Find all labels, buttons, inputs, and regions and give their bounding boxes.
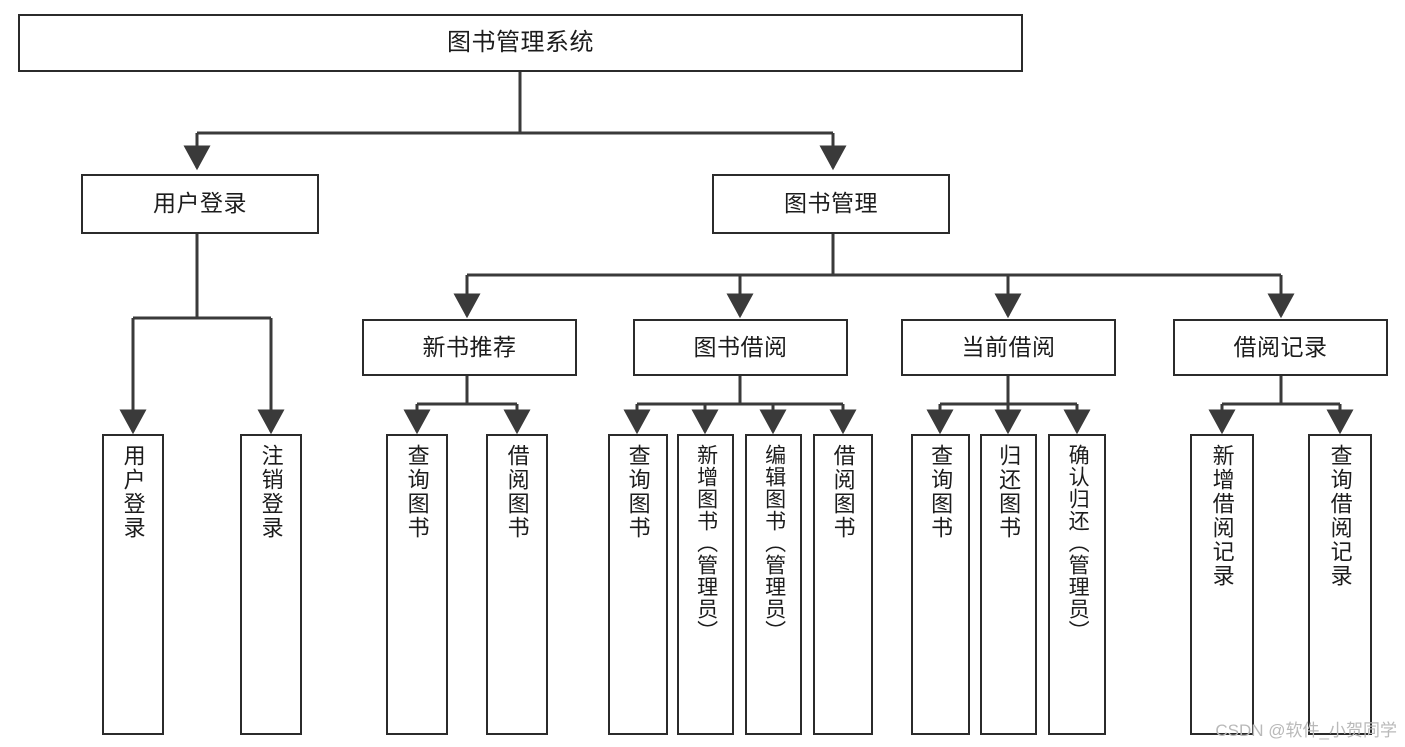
leaf-query-book-recommend[interactable]: 查询图书 (386, 434, 448, 735)
node-label: 当前借阅 (961, 333, 1056, 360)
leaf-query-borrow-record[interactable]: 查询借阅记录 (1308, 434, 1372, 735)
leaf-return-book[interactable]: 归还图书 (980, 434, 1037, 735)
node-user-login[interactable]: 用户登录 (81, 174, 319, 234)
node-label: 确认归还（管理员） (1066, 444, 1090, 642)
node-current-borrow[interactable]: 当前借阅 (901, 319, 1116, 376)
leaf-edit-book-admin[interactable]: 编辑图书（管理员） (745, 434, 802, 735)
node-label: 查询借阅记录 (1327, 444, 1353, 588)
node-label: 归还图书 (996, 444, 1022, 540)
node-label: 新增图书（管理员） (694, 444, 718, 642)
node-label: 借阅图书 (504, 444, 530, 540)
leaf-borrow-book-recommend[interactable]: 借阅图书 (486, 434, 548, 735)
leaf-add-borrow-record[interactable]: 新增借阅记录 (1190, 434, 1254, 735)
node-new-book-recommend[interactable]: 新书推荐 (362, 319, 577, 376)
node-label: 图书借阅 (693, 333, 788, 360)
node-label: 借阅记录 (1233, 333, 1328, 360)
node-book-borrow[interactable]: 图书借阅 (633, 319, 848, 376)
node-book-management[interactable]: 图书管理 (712, 174, 950, 234)
node-label: 编辑图书（管理员） (762, 444, 786, 642)
node-label: 用户登录 (153, 190, 247, 217)
leaf-query-book-current[interactable]: 查询图书 (911, 434, 970, 735)
node-label: 用户登录 (120, 444, 146, 540)
leaf-add-book-admin[interactable]: 新增图书（管理员） (677, 434, 734, 735)
node-label: 新增借阅记录 (1209, 444, 1235, 588)
leaf-borrow-book[interactable]: 借阅图书 (813, 434, 873, 735)
node-label: 图书管理系统 (447, 28, 594, 56)
leaf-logout[interactable]: 注销登录 (240, 434, 302, 735)
node-label: 查询图书 (625, 444, 651, 540)
node-label: 注销登录 (258, 444, 284, 540)
node-root-book-management-system[interactable]: 图书管理系统 (18, 14, 1023, 72)
csdn-watermark: CSDN @软件_小贺同学 (1215, 721, 1397, 740)
node-label: 图书管理 (784, 190, 878, 217)
node-borrow-record[interactable]: 借阅记录 (1173, 319, 1388, 376)
node-label: 查询图书 (404, 444, 430, 540)
leaf-query-book-borrow[interactable]: 查询图书 (608, 434, 668, 735)
leaf-user-login[interactable]: 用户登录 (102, 434, 164, 735)
node-label: 借阅图书 (830, 444, 856, 540)
leaf-confirm-return-admin[interactable]: 确认归还（管理员） (1048, 434, 1106, 735)
node-label: 新书推荐 (422, 333, 517, 360)
node-label: 查询图书 (928, 444, 954, 540)
